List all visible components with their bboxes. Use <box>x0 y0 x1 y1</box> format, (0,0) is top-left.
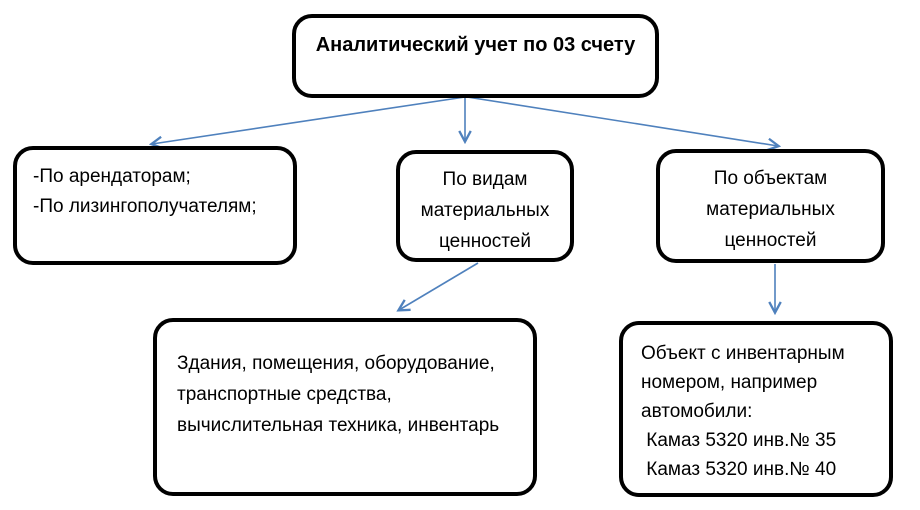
node-by-objects-line-1: По объектам <box>713 168 828 189</box>
node-by-renters-line-2: -По лизингополучателям; <box>33 196 257 217</box>
node-types-detail-line-3: вычислительная техника, инвентарь <box>177 415 500 436</box>
arrow-root-to-renters <box>152 96 466 144</box>
node-objects-detail-line-4: Камаз 5320 инв.№ 35 <box>641 430 837 451</box>
node-types-detail-line-2: транспортные средства, <box>177 384 392 405</box>
arrow-root-to-objects <box>466 96 778 146</box>
node-root: Аналитический учет по 03 счету <box>292 14 659 98</box>
node-by-types-line-3: ценностей <box>439 231 531 252</box>
node-objects-detail-line-1: Объект с инвентарным <box>641 343 845 364</box>
node-by-renters: -По арендаторам; -По лизингополучателям; <box>13 146 297 265</box>
node-by-types-line-2: материальных <box>420 200 550 221</box>
node-by-types: По видам материальных ценностей <box>396 150 574 262</box>
node-types-detail-line-1: Здания, помещения, оборудование, <box>177 353 495 374</box>
node-objects-detail-line-3: автомобили: <box>641 401 753 422</box>
node-objects-detail: Объект с инвентарным номером, например а… <box>619 321 893 497</box>
node-root-label: Аналитический учет по 03 счету <box>315 34 636 56</box>
node-types-detail: Здания, помещения, оборудование, транспо… <box>153 318 537 496</box>
node-by-objects: По объектам материальных ценностей <box>656 149 885 263</box>
node-by-types-line-1: По видам <box>442 169 528 190</box>
arrow-types-to-detail <box>399 262 479 310</box>
node-objects-detail-line-5: Камаз 5320 инв.№ 40 <box>641 459 837 480</box>
node-by-objects-line-3: ценностей <box>724 230 817 251</box>
node-objects-detail-line-2: номером, например <box>641 372 818 393</box>
node-by-objects-line-2: материальных <box>706 199 835 220</box>
node-by-renters-line-1: -По арендаторам; <box>33 166 191 187</box>
